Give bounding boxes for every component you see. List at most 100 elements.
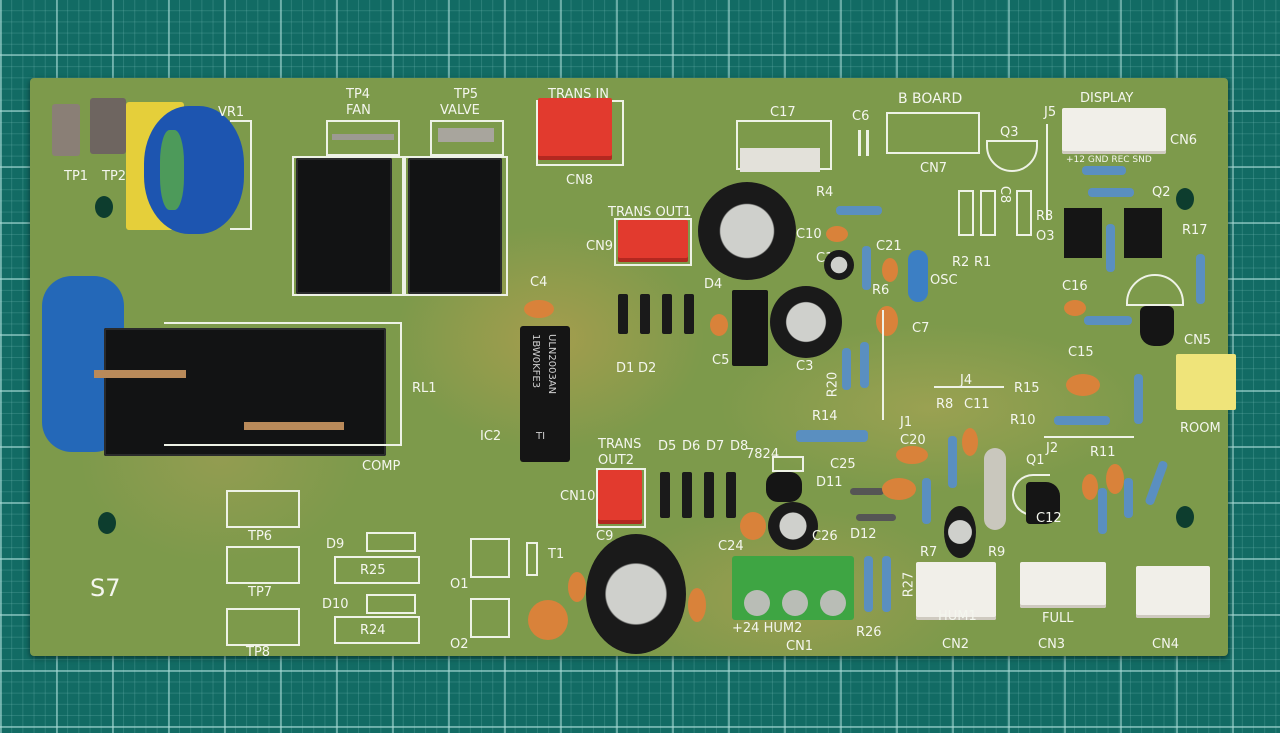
- r20-label: R20: [825, 371, 841, 398]
- tp4-label: TP4: [346, 87, 371, 102]
- tp2-component: [90, 98, 126, 154]
- ceramic-cap-c15: [1066, 374, 1100, 396]
- r27-resistor: [882, 556, 891, 612]
- resistor-near-r11: [1124, 478, 1133, 518]
- cn1-label: CN1: [786, 639, 814, 654]
- diode-d3: [662, 294, 672, 334]
- vr1-label: VR1: [218, 105, 245, 120]
- j5-label: J5: [1044, 105, 1057, 120]
- r17-label: R17: [1182, 223, 1208, 238]
- electrolytic-capacitor-c3: [770, 286, 842, 358]
- r24-label: R24: [360, 623, 386, 638]
- ceramic-cap-c20: [896, 446, 928, 464]
- display-label: DISPLAY: [1080, 91, 1134, 106]
- optocoupler-2: [1124, 208, 1162, 258]
- ceramic-cap-c4: [524, 300, 554, 318]
- fan-label: FAN: [346, 103, 371, 118]
- d4-label: D4: [704, 277, 723, 292]
- cn2-connector: [916, 562, 996, 620]
- mounting-hole-bottom-left: [98, 512, 116, 534]
- tp8-label: TP8: [246, 645, 271, 660]
- valve-terminal: [438, 128, 494, 142]
- hum2-label: +24 HUM2: [732, 621, 803, 636]
- comp-label: COMP: [362, 459, 401, 474]
- r3-label: R3: [1036, 209, 1054, 224]
- cn10-outline: [596, 468, 646, 528]
- vr1-outline: [230, 120, 252, 230]
- c3-label: C3: [796, 359, 814, 374]
- r8-label: R8: [936, 397, 954, 412]
- d9-outline: [366, 532, 416, 552]
- pcb-board: TP1 TP2 VR1 TP4 FAN TP5 VALVE TRANS IN C…: [30, 78, 1236, 660]
- c9-label: C9: [596, 529, 614, 544]
- resistor-vertical-1: [1106, 224, 1115, 272]
- r7-label: R7: [920, 545, 938, 560]
- j4-jumper: [934, 386, 1004, 388]
- t1-outline-a: [470, 538, 510, 578]
- c25-label: C25: [830, 457, 856, 472]
- ic2-lot-code: 1BW0KFE3: [530, 334, 541, 389]
- diode-d2: [640, 294, 650, 334]
- r6-resistor: [862, 246, 871, 290]
- ceramic-cap-c7: [876, 306, 898, 336]
- o3-label: O3: [1036, 229, 1055, 244]
- c4-label: C4: [530, 275, 548, 290]
- c17-label: C17: [770, 105, 796, 120]
- valve-terminal-outline: [430, 120, 504, 156]
- r2-outline: [958, 190, 974, 236]
- relay-terminal-2: [244, 422, 344, 430]
- r6-label: R6: [872, 283, 890, 298]
- ceramic-cap-c9: [568, 572, 586, 602]
- r11-label: R11: [1090, 445, 1116, 460]
- r17-resistor: [1196, 254, 1205, 304]
- diode-d11: [850, 488, 884, 495]
- c24-label: C24: [718, 539, 744, 554]
- varistor-vr1: [144, 106, 244, 234]
- cn4-label: CN4: [1152, 637, 1180, 652]
- r26-resistor: [864, 556, 873, 612]
- large-electrolytic-capacitor: [586, 534, 686, 654]
- q1-label: Q1: [1026, 453, 1045, 468]
- d10-outline: [366, 594, 416, 614]
- c10-label: C10: [796, 227, 822, 242]
- diode-d7: [704, 472, 714, 518]
- j1-label: J1: [900, 415, 913, 430]
- tp2-label: TP2: [102, 169, 127, 184]
- cn6-connector: [1062, 108, 1166, 154]
- valve-relay-outline: [404, 156, 508, 296]
- transistor-outline-top: [1126, 274, 1184, 306]
- r25-label: R25: [360, 563, 386, 578]
- resistor-r-top2: [1088, 188, 1134, 197]
- r3-outline: [1016, 190, 1032, 236]
- c26-label: C26: [812, 529, 838, 544]
- diode-d4: [684, 294, 694, 334]
- fan-relay: [296, 158, 392, 294]
- cn8-label: CN8: [566, 173, 594, 188]
- c6-symbol-b: [866, 130, 869, 156]
- resistor-near-c12: [1098, 488, 1107, 534]
- c21-label: C21: [876, 239, 902, 254]
- valve-label: VALVE: [440, 103, 480, 118]
- r14-resistor: [796, 430, 868, 442]
- mounting-hole-q2: [1176, 188, 1194, 210]
- c7-label: C7: [912, 321, 930, 336]
- ceramic-cap-c16: [1064, 300, 1086, 316]
- d9-label: D9: [326, 537, 345, 552]
- fan-relay-outline: [292, 156, 404, 296]
- trans-in-label: TRANS IN: [548, 87, 610, 102]
- resistor-angled: [1144, 459, 1169, 507]
- model-label: S7: [90, 574, 121, 602]
- optocoupler-1: [1064, 208, 1102, 258]
- c16-label: C16: [1062, 279, 1088, 294]
- r8-resistor: [948, 436, 957, 488]
- r10-resistor: [1054, 416, 1110, 425]
- cn7-outline: [886, 112, 980, 154]
- j4-label: J4: [960, 373, 973, 388]
- j5-jumper: [1046, 124, 1048, 220]
- hum1-label: HUM1: [938, 609, 977, 624]
- r4-resistor: [836, 206, 882, 215]
- ceramic-cap-c5: [710, 314, 728, 336]
- c17-capacitor: [740, 148, 820, 172]
- valve-relay: [408, 158, 502, 294]
- electrolytic-capacitor-c26: [768, 502, 818, 550]
